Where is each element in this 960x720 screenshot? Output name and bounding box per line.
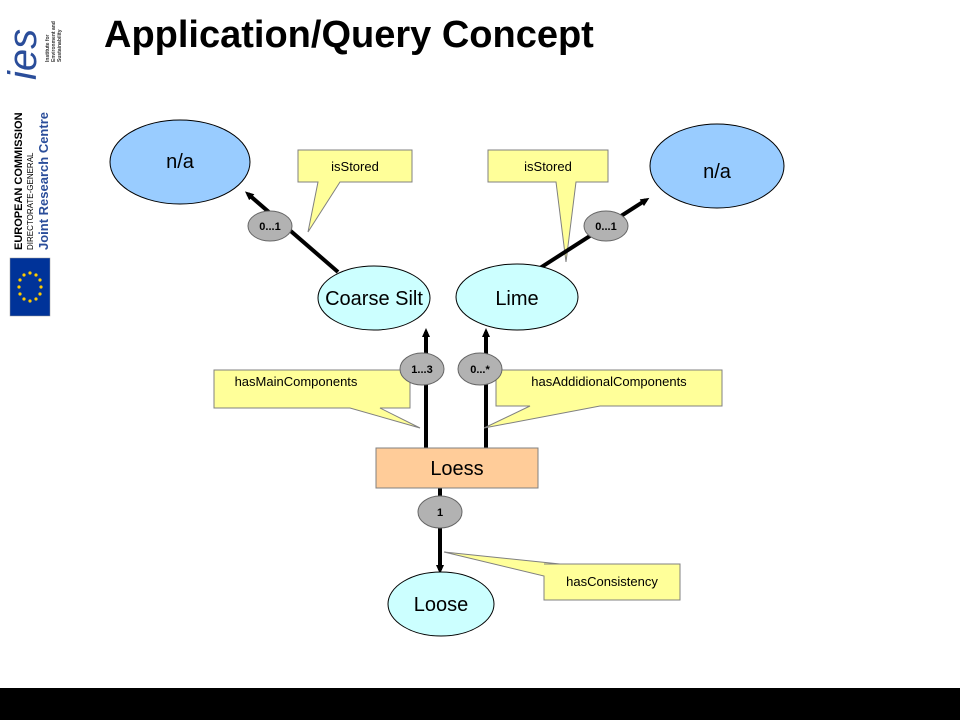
ec-logo-text: EUROPEAN COMMISSION DIRECTORATE-GENERAL … — [13, 112, 51, 250]
callout-is-stored-right-text: isStored — [524, 159, 572, 174]
node-loose-label: Loose — [414, 594, 469, 616]
multiplicity-consistency-text: 1 — [437, 507, 443, 519]
node-na-right-label: n/a — [703, 161, 732, 183]
multiplicity-additional: 0...* — [457, 352, 503, 386]
callout-has-consistency: hasConsistency — [443, 551, 681, 601]
node-loose: Loose — [387, 571, 495, 637]
node-na-left: n/a — [109, 119, 251, 205]
node-na-left-label: n/a — [166, 151, 195, 173]
callout-has-additional-components: hasAddidionalComponents — [483, 369, 723, 429]
multiplicity-right-store: 0...1 — [583, 210, 629, 242]
callout-has-additional-components-text: hasAddidionalComponents — [531, 374, 687, 389]
bottom-bar — [0, 688, 960, 720]
callout-has-main-components: hasMainComponents — [213, 369, 421, 429]
page-title: Application/Query Concept — [104, 14, 594, 56]
multiplicity-consistency: 1 — [417, 495, 463, 529]
callout-is-stored-left-text: isStored — [331, 159, 379, 174]
diagram: isStored isStored hasMainComponents hasA… — [109, 119, 785, 637]
arrow-coarse-silt-to-na-left — [244, 191, 340, 274]
multiplicity-right-store-text: 0...1 — [595, 221, 616, 233]
node-coarse-silt: Coarse Silt — [317, 265, 431, 331]
node-loess-label: Loess — [430, 458, 483, 480]
ec-line-2: DIRECTORATE-GENERAL — [26, 152, 35, 250]
node-loess: Loess — [375, 447, 539, 489]
ec-line-3: Joint Research Centre — [36, 112, 51, 250]
multiplicity-main: 1...3 — [399, 352, 445, 386]
multiplicity-main-text: 1...3 — [411, 364, 432, 376]
eu-flag-icon — [9, 257, 51, 317]
ec-line-1: EUROPEAN COMMISSION — [13, 112, 25, 250]
multiplicity-additional-text: 0...* — [470, 364, 490, 376]
multiplicity-left-store: 0...1 — [247, 210, 293, 242]
node-na-right: n/a — [649, 123, 785, 209]
callout-is-stored-right: isStored — [487, 149, 609, 263]
multiplicity-left-store-text: 0...1 — [259, 221, 280, 233]
ies-subtitle-1: Institute for — [45, 34, 51, 62]
ies-subtitle-2: Environment and — [51, 21, 57, 62]
ies-logo: ies Institute for Environment and Sustai… — [1, 21, 63, 80]
logo-column: ies Institute for Environment and Sustai… — [1, 21, 63, 317]
node-coarse-silt-label: Coarse Silt — [325, 288, 423, 310]
node-lime: Lime — [455, 263, 579, 331]
callout-is-stored-left: isStored — [297, 149, 413, 233]
node-lime-label: Lime — [495, 288, 538, 310]
callout-has-consistency-text: hasConsistency — [566, 574, 658, 589]
ies-logo-text: ies — [1, 29, 45, 80]
callout-has-main-components-text: hasMainComponents — [235, 374, 358, 389]
ies-subtitle-3: Sustainability — [57, 29, 63, 62]
